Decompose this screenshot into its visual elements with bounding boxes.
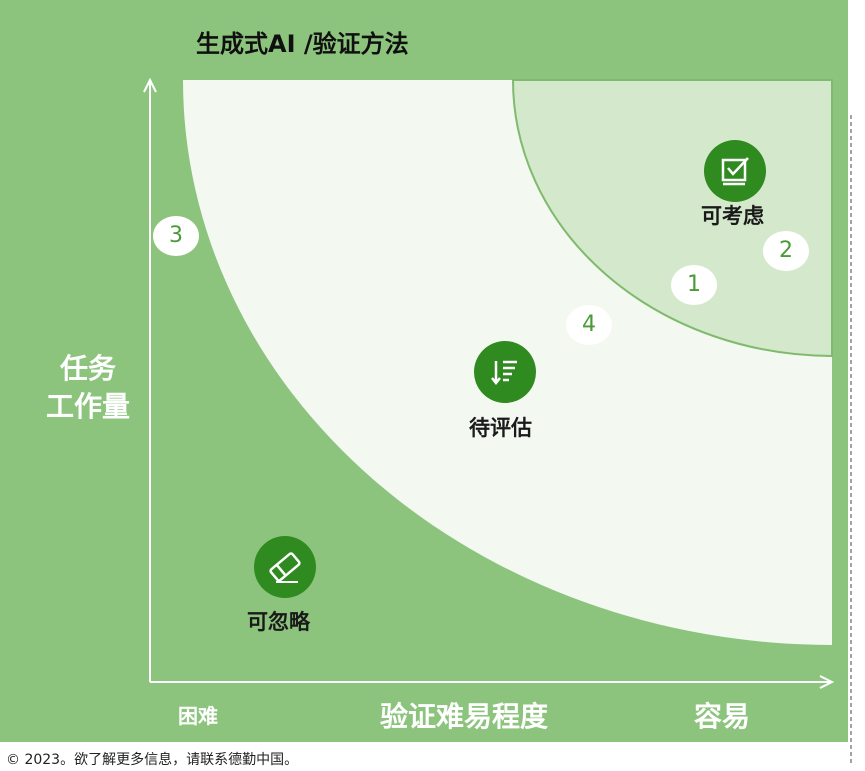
- y-axis-label: 任务 工作量: [28, 350, 148, 426]
- ignore-label: 可忽略: [247, 610, 310, 634]
- y-axis-arrow: [143, 77, 157, 93]
- consider-label: 可考虑: [701, 204, 764, 228]
- marker-2: 2: [763, 231, 809, 271]
- x-axis-left-label: 困难: [178, 704, 218, 728]
- x-axis-arrow: [819, 675, 835, 689]
- marker-3: 3: [153, 216, 199, 256]
- x-axis-right-label: 容易: [694, 700, 751, 733]
- eraser-icon: [254, 536, 316, 598]
- x-axis-label: 验证难易程度: [380, 700, 549, 733]
- marker-1: 1: [671, 265, 717, 305]
- y-axis-label-line2: 工作量: [45, 390, 130, 423]
- evaluate-label: 待评估: [469, 416, 532, 440]
- y-axis-label-line1: 任务: [59, 352, 116, 385]
- checkbox-icon: [704, 140, 766, 202]
- marker-4: 4: [566, 305, 612, 345]
- sort-descending-icon: [474, 341, 536, 403]
- diagram-title: 生成式AI /验证方法: [196, 30, 409, 58]
- copyright-footer: © 2023。欲了解更多信息，请联系德勤中国。: [6, 752, 299, 768]
